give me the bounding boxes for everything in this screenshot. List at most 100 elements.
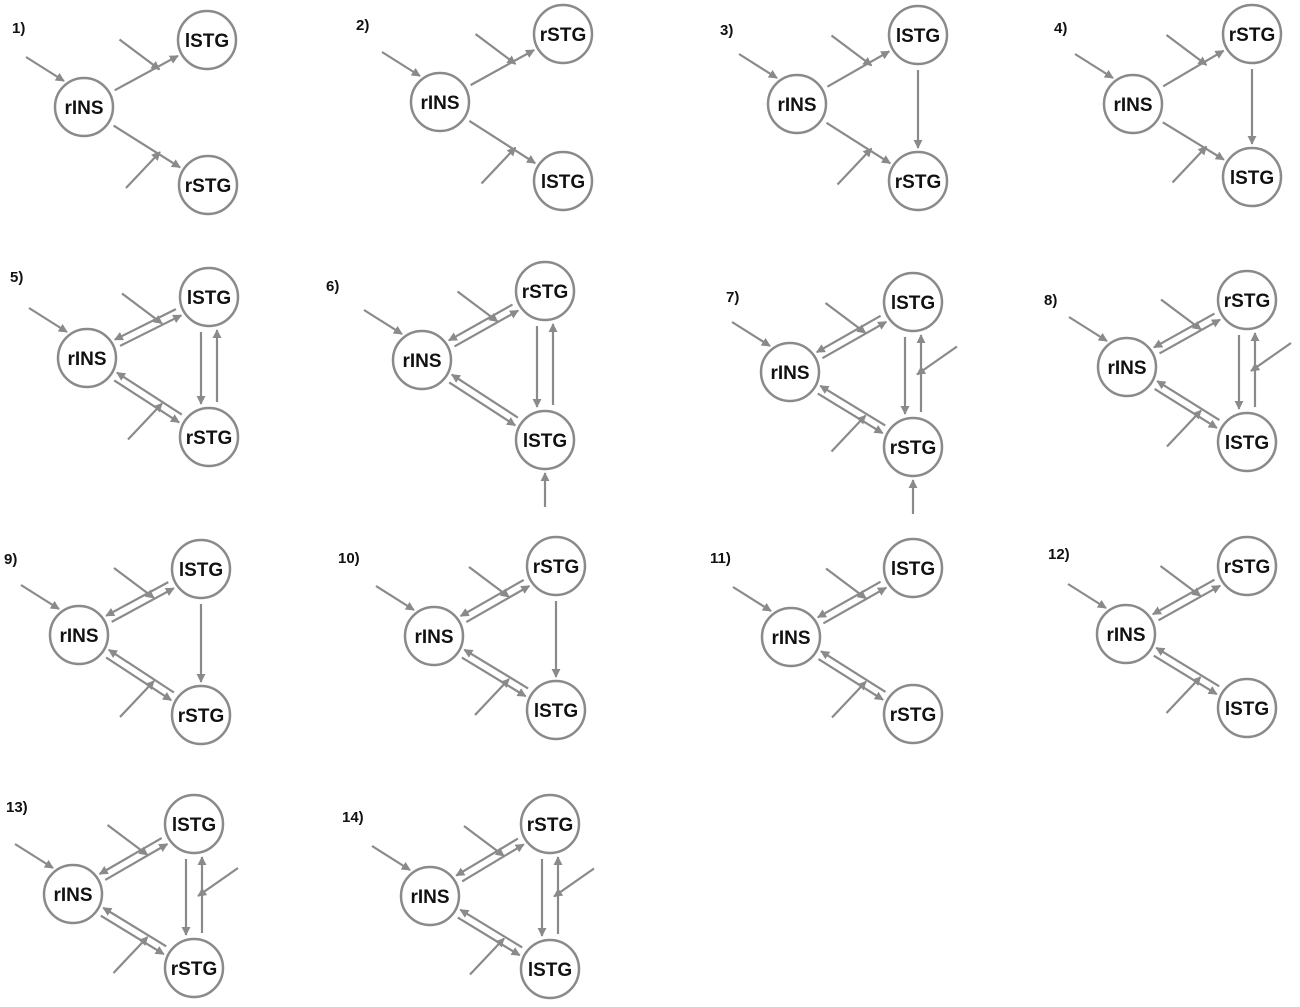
- node-label: rSTG: [890, 705, 936, 726]
- node-label: lSTG: [1225, 699, 1269, 720]
- node-label: rINS: [402, 351, 441, 372]
- node-circle: [178, 266, 240, 328]
- node-circle: [1216, 535, 1278, 597]
- connection-arrow: [102, 906, 167, 948]
- driving-input-arrow: [375, 585, 415, 611]
- node-circle: [514, 409, 576, 471]
- driving-input-arrow: [112, 936, 149, 974]
- driving-input-arrow: [371, 845, 411, 871]
- node-label: lSTG: [172, 815, 216, 836]
- node-label: rINS: [771, 628, 810, 649]
- driving-input-arrow: [480, 146, 517, 185]
- node-label: lSTG: [1225, 433, 1269, 454]
- driving-input-arrow: [119, 680, 155, 718]
- model-number-label: 2): [356, 17, 369, 34]
- modulatory-input-arrow: [197, 867, 239, 897]
- node-circle: [525, 679, 587, 741]
- connection-arrow: [821, 320, 888, 360]
- connection-arrow: [1156, 380, 1220, 422]
- modulatory-input-arrow: [1250, 342, 1292, 372]
- node-circle: [1096, 336, 1158, 398]
- model-number-label: 1): [12, 20, 25, 37]
- node-circle: [56, 327, 118, 389]
- model-number-label: 14): [342, 809, 364, 826]
- node-label: lSTG: [896, 26, 940, 47]
- driving-input-arrow: [830, 34, 873, 67]
- driving-input-arrow: [381, 51, 421, 77]
- driving-input-arrow: [1074, 53, 1114, 79]
- node-circle: [177, 154, 239, 216]
- connection-arrow: [819, 384, 886, 427]
- node-label: rSTG: [1224, 557, 1270, 578]
- connection-arrow: [1155, 646, 1220, 688]
- connection-arrow: [465, 584, 531, 624]
- connection-arrow: [1158, 318, 1221, 355]
- node-circle: [176, 9, 238, 71]
- node-label: rINS: [420, 93, 459, 114]
- node-label: rSTG: [540, 25, 586, 46]
- modulatory-input-arrow: [916, 345, 958, 376]
- node-label: lSTG: [541, 172, 585, 193]
- model-number-label: 13): [6, 799, 28, 816]
- driving-input-arrow: [468, 566, 510, 598]
- node-circle: [1216, 677, 1278, 739]
- connection-arrow: [1162, 121, 1225, 161]
- node-circle: [48, 604, 110, 666]
- node-circle: [519, 938, 581, 1000]
- node-label: rSTG: [185, 176, 231, 197]
- connection-arrow: [1162, 49, 1225, 88]
- connection-arrow: [1153, 654, 1218, 696]
- connection-arrow: [455, 837, 519, 877]
- driving-input-arrow: [113, 567, 155, 599]
- connection-arrow: [1153, 312, 1216, 349]
- node-circle: [882, 416, 944, 478]
- driving-input-arrow: [469, 937, 505, 976]
- connection-arrow: [104, 843, 169, 881]
- model-number-label: 7): [726, 289, 739, 306]
- connection-arrow: [448, 381, 516, 427]
- connection-arrow: [468, 119, 536, 165]
- node-circle: [519, 793, 581, 855]
- driving-input-arrow: [732, 586, 772, 612]
- node-label: rINS: [67, 349, 106, 370]
- node-circle: [1221, 3, 1283, 65]
- connection-arrow: [817, 658, 884, 701]
- connection-arrow: [817, 580, 882, 619]
- node-circle: [532, 150, 594, 212]
- node-circle: [887, 150, 949, 212]
- node-circle: [42, 863, 104, 925]
- node-label: rINS: [1107, 358, 1146, 379]
- node-circle: [409, 71, 471, 133]
- connection-arrow: [457, 916, 521, 957]
- node-label: rINS: [777, 95, 816, 116]
- model-2: rINS rSTG lSTG 2): [356, 3, 594, 212]
- node-label: rINS: [1113, 95, 1152, 116]
- connection-arrow: [108, 648, 175, 694]
- node-circle: [1102, 73, 1164, 135]
- node-circle: [759, 341, 821, 403]
- node-label: rSTG: [1229, 25, 1275, 46]
- node-circle: [163, 937, 225, 999]
- model-number-label: 12): [1048, 546, 1070, 563]
- node-label: rSTG: [895, 172, 941, 193]
- connection-arrow: [448, 303, 514, 342]
- driving-input-arrow: [1165, 34, 1208, 66]
- connection-arrow: [817, 392, 884, 435]
- node-label: rSTG: [1224, 291, 1270, 312]
- node-label: rSTG: [533, 557, 579, 578]
- connection-arrow: [461, 843, 525, 883]
- connection-arrow: [820, 650, 887, 693]
- node-label: lSTG: [891, 559, 935, 580]
- node-label: rINS: [410, 887, 449, 908]
- node-label: lSTG: [1230, 168, 1274, 189]
- driving-input-arrow: [463, 825, 505, 857]
- driving-input-arrow: [125, 151, 161, 189]
- driving-input-arrow: [474, 33, 517, 65]
